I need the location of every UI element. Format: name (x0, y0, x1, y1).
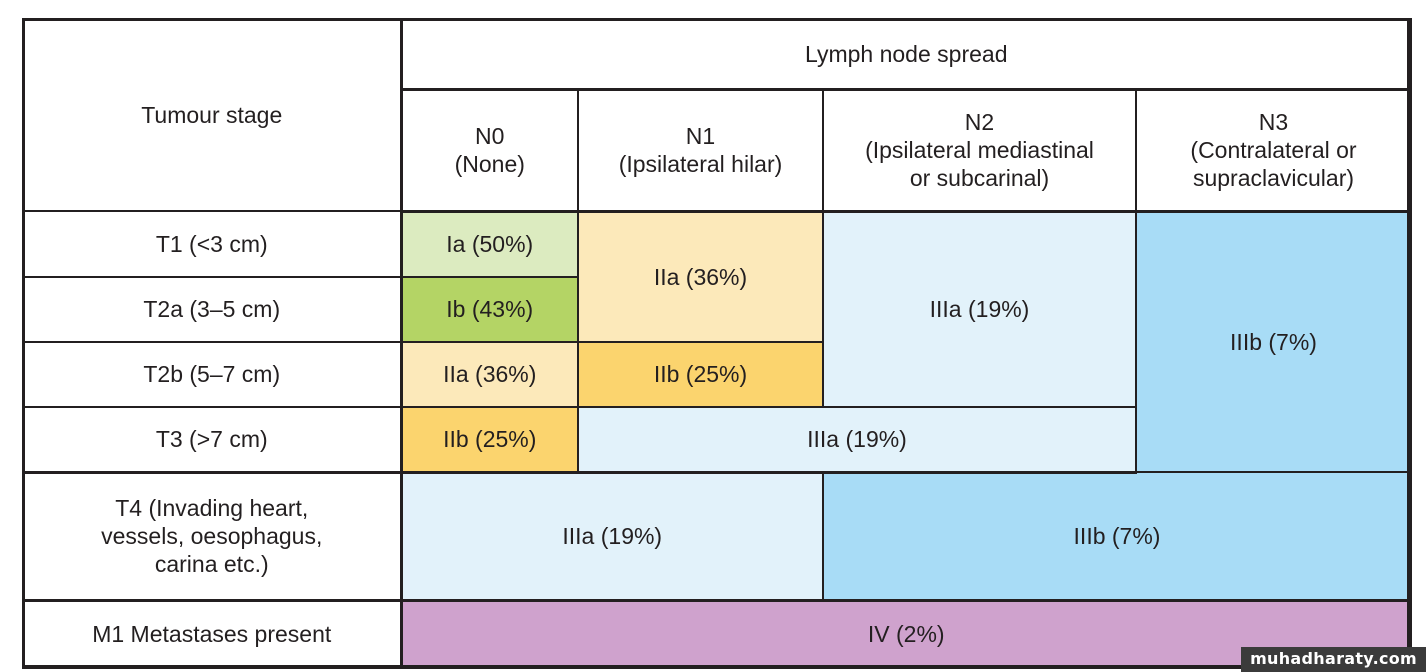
header-column-n1: N1 (Ipsilateral hilar) (577, 88, 824, 213)
cell-t4-n0-n1: IIIa (19%) (400, 471, 824, 602)
cell-t2b-n0: IIa (36%) (400, 341, 579, 408)
cell-t4-n2-n3: IIIb (7%) (821, 471, 1413, 602)
table-row-t2a: T2a (3–5 cm) Ib (43%) (22, 276, 1411, 343)
table-row-m1: M1 Metastases present IV (2%) (22, 599, 1413, 669)
table-row-t4: T4 (Invading heart, vessels, oesophagus,… (22, 471, 1413, 602)
cell-t2b-n1: IIb (25%) (577, 341, 824, 408)
n0-code: N0 (475, 122, 505, 149)
header-tumour-stage: Tumour stage (22, 18, 403, 212)
cell-t3-n1-n2: IIIa (19%) (577, 406, 1137, 474)
row-label-m1: M1 Metastases present (22, 599, 403, 669)
n3-code: N3 (1258, 108, 1289, 135)
header-lymph-node-spread: Lymph node spread (399, 18, 1413, 91)
row-label-t2a: T2a (3–5 cm) (22, 276, 403, 343)
table-row-t2b: T2b (5–7 cm) IIa (36%) IIb (25%) (22, 341, 1411, 408)
n3-desc-line2: supraclavicular) (1192, 165, 1355, 192)
cell-m1-all: IV (2%) (399, 599, 1413, 669)
n0-desc: (None) (454, 151, 525, 177)
cell-t1-n2: IIIa (19%) (822, 210, 1137, 408)
n1-code: N1 (685, 122, 716, 149)
table-header-row-main: Tumour stage Lymph node spread (22, 18, 1413, 212)
cell-t3-n0: IIb (25%) (400, 406, 579, 474)
table-row-t3: T3 (>7 cm) IIb (25%) IIIa (19%) (22, 406, 1411, 474)
row-label-t1: T1 (<3 cm) (22, 210, 403, 278)
cell-t1-n0: Ia (50%) (400, 210, 579, 278)
table-header-row-sub: N0 (None) N1 (Ipsilateral hilar) N2 (Ips… (23, 88, 1413, 213)
row-label-t4-line3: carina etc.) (154, 551, 269, 578)
watermark-label: muhadharaty.com (1241, 647, 1426, 672)
header-column-n2: N2 (Ipsilateral mediastinal or subcarina… (822, 88, 1137, 213)
tnm-staging-table: Tumour stage Lymph node spread N0 (None)… (22, 18, 1413, 669)
n2-desc-line2: or subcarinal) (909, 165, 1050, 192)
cell-t1-n3: IIIb (7%) (1134, 210, 1413, 473)
header-column-n3: N3 (Contralateral or supraclavicular) (1134, 88, 1413, 213)
cell-t2a-n0: Ib (43%) (400, 276, 579, 343)
row-label-t3: T3 (>7 cm) (22, 406, 403, 474)
table-row-t1: T1 (<3 cm) Ia (50%) IIa (36%) IIIa (19%)… (22, 210, 1413, 473)
row-label-t4-line2: vessels, oesophagus, (101, 522, 323, 549)
row-label-t2b: T2b (5–7 cm) (22, 341, 403, 408)
header-column-n0: N0 (None) (400, 88, 579, 213)
row-label-t4-line1: T4 (Invading heart, (115, 494, 309, 521)
cell-t1-n1: IIa (36%) (577, 210, 824, 343)
n2-desc-line1: (Ipsilateral mediastinal (865, 136, 1094, 163)
n3-desc-line1: (Contralateral or (1190, 136, 1357, 163)
n1-desc: (Ipsilateral hilar) (618, 151, 783, 177)
n2-code: N2 (964, 108, 995, 135)
row-label-t4: T4 (Invading heart, vessels, oesophagus,… (22, 471, 403, 602)
